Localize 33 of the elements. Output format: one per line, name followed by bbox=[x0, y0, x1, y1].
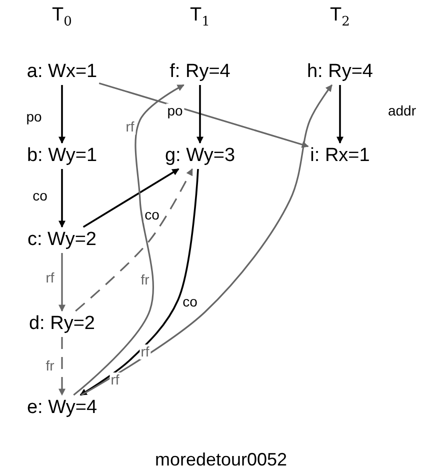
thread-heading: T$_{2}$ bbox=[330, 4, 350, 30]
event-label: c: Wy=2 bbox=[28, 229, 96, 251]
arrow bbox=[196, 85, 204, 144]
edge-label: addr bbox=[386, 104, 418, 118]
event-label: h: Ry=4 bbox=[307, 61, 373, 83]
event-label: b: Wy=1 bbox=[26, 145, 98, 167]
relation-label: fr bbox=[140, 272, 150, 288]
arrow bbox=[58, 85, 66, 144]
thread-heading: T$_{0}$ bbox=[52, 4, 72, 30]
edge-label: rf bbox=[124, 120, 136, 134]
event-label: f: Ry=4 bbox=[170, 61, 230, 83]
arrow bbox=[73, 84, 184, 396]
arrow bbox=[58, 169, 66, 228]
arrow bbox=[82, 168, 180, 228]
arrow bbox=[80, 84, 333, 396]
caption: moredetour0052 bbox=[154, 450, 288, 470]
arrow bbox=[58, 253, 66, 312]
edge-label: rf bbox=[140, 344, 150, 360]
edge-label: fr bbox=[44, 358, 56, 374]
event-label: e: Wy=4 bbox=[26, 397, 98, 419]
event-label: a: Wx=1 bbox=[26, 61, 98, 83]
relation-label: rf bbox=[110, 372, 120, 388]
event-label: g: Wy=3 bbox=[164, 145, 236, 167]
event-label: d: Ry=2 bbox=[29, 313, 95, 335]
arrow bbox=[75, 168, 193, 312]
edge-label: po bbox=[166, 104, 184, 118]
edge-label: rf bbox=[44, 270, 56, 286]
event-label: i: Rx=1 bbox=[310, 145, 370, 167]
arrow bbox=[336, 85, 344, 144]
arrow bbox=[80, 168, 199, 396]
thread-heading: T$_{1}$ bbox=[190, 4, 210, 30]
arrow bbox=[98, 82, 309, 148]
arrow bbox=[58, 337, 66, 396]
